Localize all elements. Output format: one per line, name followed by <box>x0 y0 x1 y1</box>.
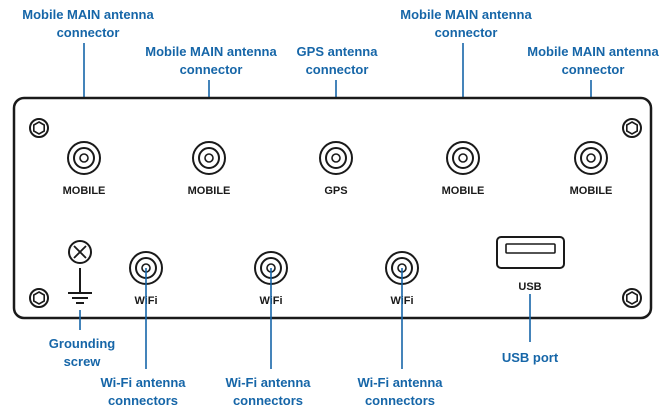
corner-screw-bottom-left <box>29 288 49 308</box>
callout-mobile-4-line2: connector <box>562 62 625 77</box>
device-panel <box>12 96 653 320</box>
usb-port <box>496 236 565 269</box>
callout-grounding-line1: Grounding <box>49 336 115 351</box>
port-label-mobile-4: MOBILE <box>570 185 613 197</box>
callout-usb: USB port <box>502 294 559 365</box>
corner-screw-top-right <box>622 118 642 138</box>
mobile-connector-1 <box>67 141 101 175</box>
port-label-mobile-3: MOBILE <box>442 185 485 197</box>
callout-mobile-1: Mobile MAIN antenna connector <box>22 7 154 158</box>
callout-mobile-3: Mobile MAIN antenna connector <box>400 7 532 158</box>
port-label-mobile-1: MOBILE <box>63 185 106 197</box>
callout-mobile-3-line2: connector <box>435 25 498 40</box>
mobile-connector-3 <box>446 141 480 175</box>
callout-wifi-3-line2: connectors <box>365 393 435 408</box>
callout-wifi-3-line1: Wi-Fi antenna <box>357 375 443 390</box>
gps-connector <box>319 141 353 175</box>
callout-wifi-3: Wi-Fi antenna connectors <box>357 268 443 408</box>
mobile-connector-2 <box>192 141 226 175</box>
port-label-mobile-2: MOBILE <box>188 185 231 197</box>
callout-usb-line1: USB port <box>502 350 559 365</box>
callout-gps-line1: GPS antenna <box>297 44 379 59</box>
callout-mobile-1-line2: connector <box>57 25 120 40</box>
callout-wifi-1-line1: Wi-Fi antenna <box>100 375 186 390</box>
callout-gps-line2: connector <box>306 62 369 77</box>
callout-wifi-2-line1: Wi-Fi antenna <box>225 375 311 390</box>
port-label-usb: USB <box>518 281 541 293</box>
callout-wifi-2: Wi-Fi antenna connectors <box>225 268 311 408</box>
callout-wifi-1-line2: connectors <box>108 393 178 408</box>
callout-mobile-2-line1: Mobile MAIN antenna <box>145 44 277 59</box>
mobile-connector-4 <box>574 141 608 175</box>
callout-mobile-1-line1: Mobile MAIN antenna <box>22 7 154 22</box>
corner-screw-top-left <box>29 118 49 138</box>
callout-wifi-2-line2: connectors <box>233 393 303 408</box>
callout-grounding-line2: screw <box>64 354 102 369</box>
callout-wifi-1: Wi-Fi antenna connectors <box>100 268 186 408</box>
corner-screw-bottom-right <box>622 288 642 308</box>
callout-mobile-3-line1: Mobile MAIN antenna <box>400 7 532 22</box>
callout-grounding: Grounding screw <box>49 310 115 369</box>
callout-mobile-4-line1: Mobile MAIN antenna <box>527 44 659 59</box>
port-label-gps: GPS <box>324 185 347 197</box>
ground-symbol-icon <box>68 268 92 304</box>
callout-mobile-2-line2: connector <box>180 62 243 77</box>
grounding-screw <box>68 240 92 264</box>
